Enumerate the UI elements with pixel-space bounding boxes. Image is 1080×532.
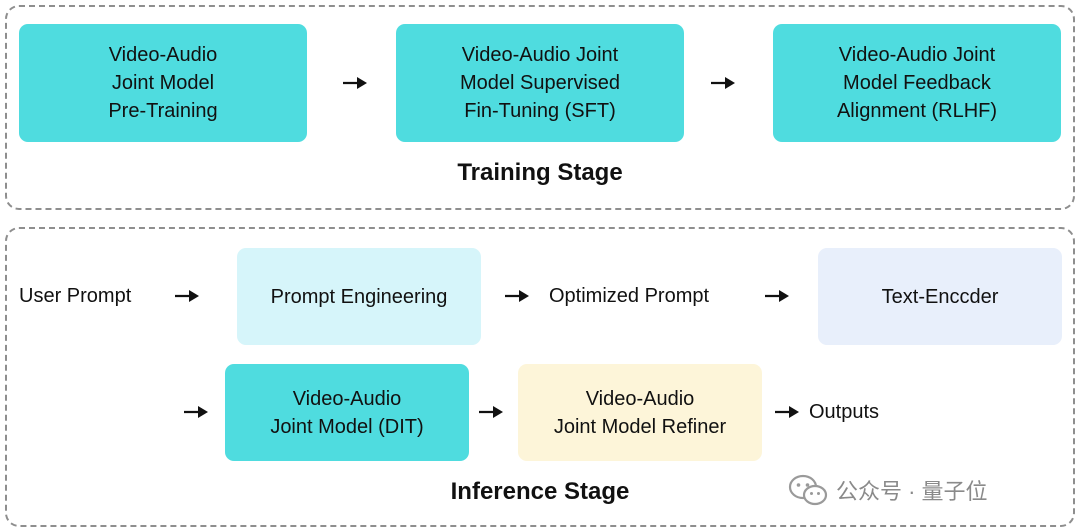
text-encoder-box: Text-Enccder — [818, 248, 1062, 345]
training-stage-title: Training Stage — [457, 159, 623, 186]
arrow-right-icon — [765, 289, 789, 303]
refiner-line-1: Video-Audio — [585, 387, 695, 410]
pretraining-line-1: Video-Audio — [108, 44, 218, 66]
sft-line-3: Fin-Tuning (SFT) — [464, 100, 616, 122]
arrow-right-icon — [505, 289, 529, 303]
text-encoder-label: Text-Enccder — [881, 285, 999, 308]
arrow-right-icon — [775, 405, 799, 419]
arrow-right-icon — [184, 405, 208, 419]
inference-stage-frame — [5, 227, 1075, 527]
prompt-engineering-label: Prompt Engineering — [270, 285, 448, 308]
inference-stage-title: Inference Stage — [450, 478, 630, 505]
arrow-right-icon — [175, 289, 199, 303]
sft-line-2: Model Supervised — [459, 72, 621, 94]
watermark: 公众号 · 量子位 — [788, 474, 988, 506]
outputs-label: Outputs — [809, 401, 880, 423]
arrow-right-icon — [479, 405, 503, 419]
prompt-engineering-box: Prompt Engineering — [237, 248, 481, 345]
training-stage-frame — [5, 5, 1075, 210]
sft-box: Video-Audio Joint Model Supervised Fin-T… — [396, 24, 684, 142]
pretraining-line-2: Joint Model — [111, 72, 215, 94]
optimized-prompt-label: Optimized Prompt — [549, 285, 710, 307]
pretraining-box: Video-Audio Joint Model Pre-Training — [19, 24, 307, 142]
dit-box: Video-Audio Joint Model (DIT) — [225, 364, 469, 461]
refiner-box: Video-Audio Joint Model Refiner — [518, 364, 762, 461]
wechat-icon — [788, 474, 828, 506]
user-prompt-label: User Prompt — [19, 285, 132, 307]
dit-line-2: Joint Model (DIT) — [270, 415, 424, 438]
rlhf-line-1: Video-Audio Joint — [838, 44, 996, 66]
pretraining-line-3: Pre-Training — [108, 100, 218, 122]
sft-line-1: Video-Audio Joint — [461, 44, 619, 66]
arrow-right-icon — [711, 76, 735, 90]
watermark-text: 公众号 · 量子位 — [836, 479, 988, 504]
refiner-line-2: Joint Model Refiner — [553, 415, 727, 438]
arrow-right-icon — [343, 76, 367, 90]
rlhf-box: Video-Audio Joint Model Feedback Alignme… — [773, 24, 1061, 142]
rlhf-line-2: Model Feedback — [843, 72, 991, 94]
rlhf-line-3: Alignment (RLHF) — [836, 100, 998, 122]
dit-line-1: Video-Audio — [292, 387, 402, 410]
